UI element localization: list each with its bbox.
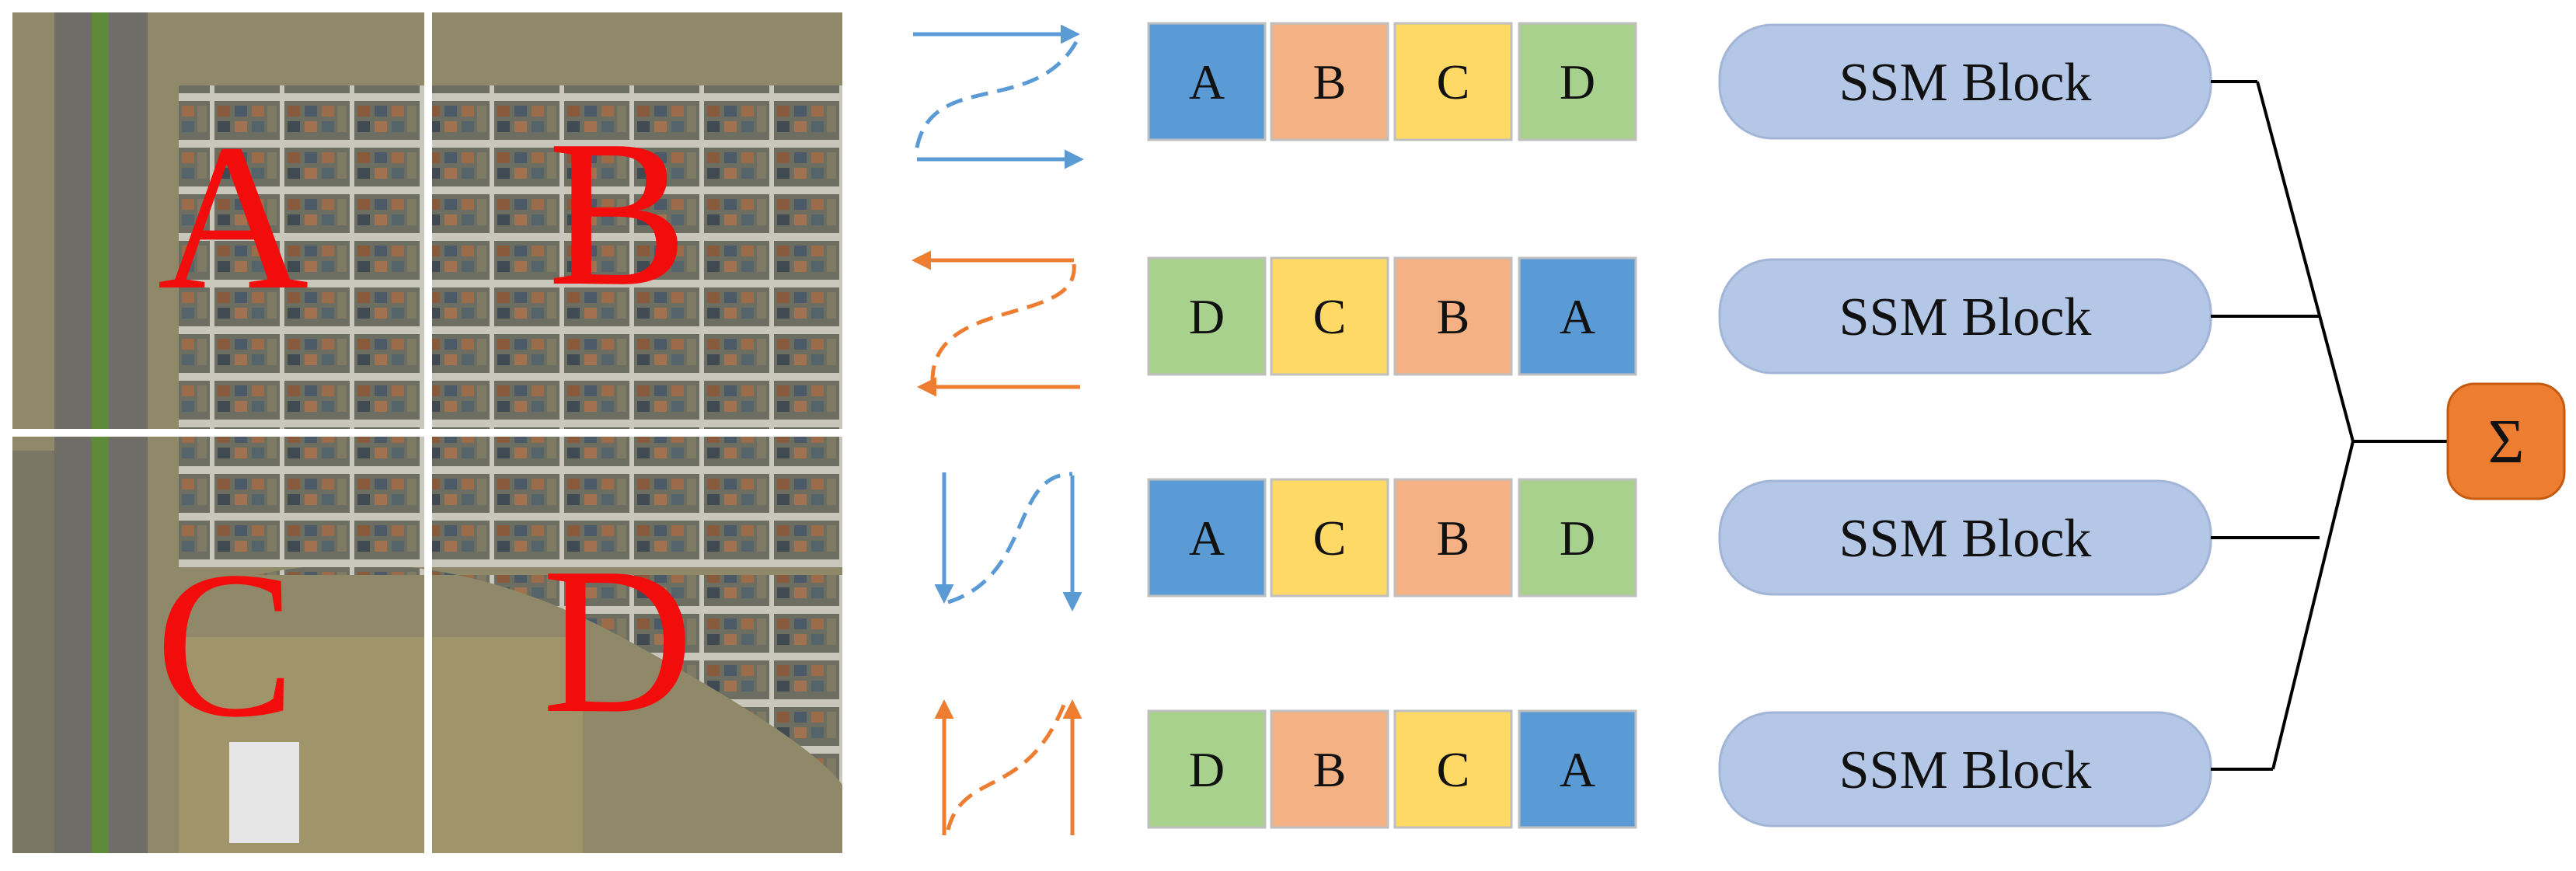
scan-icon-row-reverse	[912, 250, 1080, 397]
building	[229, 742, 299, 843]
sequence-cell	[1393, 478, 1513, 598]
sequence-cell-label: C	[1437, 54, 1470, 110]
ssm-block-label: SSM Block	[1839, 53, 2092, 113]
sequence-cell-label: D	[1560, 54, 1595, 110]
scan-icon-column-reverse	[934, 699, 1082, 835]
sequence-row-1: A B C D	[1147, 22, 1637, 141]
sequence-cell-label: B	[1437, 289, 1470, 344]
sequence-cell	[1393, 256, 1513, 376]
sequence-cell-label: D	[1189, 742, 1225, 797]
sequence-cell	[1518, 478, 1637, 598]
sequence-cell-label: C	[1313, 289, 1347, 344]
sequence-cell	[1518, 256, 1637, 376]
sequence-cell-label: B	[1313, 54, 1347, 110]
ssm-block-label: SSM Block	[1839, 509, 2092, 569]
sequence-cell	[1147, 22, 1267, 141]
sequence-cell	[1270, 256, 1389, 376]
residential-curve	[256, 564, 842, 785]
sequence-cell-label: A	[1189, 510, 1225, 566]
sequence-cell	[1518, 709, 1637, 829]
sequence-cell-label: D	[1560, 510, 1595, 566]
quadrant-label-b: B	[548, 97, 688, 329]
sequence-cell	[1270, 709, 1389, 829]
sequence-cell-label: B	[1313, 742, 1347, 797]
merge-connectors	[2211, 80, 2448, 771]
quadrant-label-d: D	[542, 524, 694, 757]
sequence-cell-label: A	[1560, 289, 1595, 344]
ssm-block-2: SSM Block	[1718, 258, 2212, 375]
sequence-cell	[1147, 478, 1267, 598]
sequence-cell-label: B	[1437, 510, 1470, 566]
residential-area	[179, 85, 842, 567]
sequence-cell-label: D	[1189, 289, 1225, 344]
scan-icon-row-forward	[913, 24, 1084, 169]
sequence-cell	[1147, 256, 1267, 376]
ssm-block-label: SSM Block	[1839, 740, 2092, 800]
sum-box	[2446, 382, 2566, 500]
quadrant-label-c: C	[155, 528, 295, 761]
sequence-cell	[1393, 709, 1513, 829]
ssm-block-label: SSM Block	[1839, 287, 2092, 347]
sequence-cell	[1270, 478, 1389, 598]
sequence-rows: A B C D D C B A A C B D D B C A	[1147, 22, 1637, 829]
grid-line-horizontal	[12, 429, 842, 437]
sequence-cell-label: C	[1437, 742, 1470, 797]
sequence-cell	[1518, 22, 1637, 141]
ssm-block-4: SSM Block	[1718, 711, 2212, 827]
sum-symbol: Σ	[2488, 408, 2525, 476]
west-lots	[12, 451, 54, 853]
sequence-cell	[1270, 22, 1389, 141]
sum-node: Σ	[2446, 382, 2566, 500]
ssm-block-1: SSM Block	[1718, 23, 2212, 140]
sequence-cell	[1393, 22, 1513, 141]
aerial-image: A B C D	[12, 12, 842, 853]
sequence-cell-label: C	[1313, 510, 1347, 566]
sequence-cell	[1147, 709, 1267, 829]
sequence-cell-label: A	[1189, 54, 1225, 110]
ssm-block-3: SSM Block	[1718, 479, 2212, 596]
scan-icon-column-forward	[934, 472, 1082, 611]
sequence-cell-label: A	[1560, 742, 1595, 797]
quadrant-label-a: A	[158, 101, 309, 333]
